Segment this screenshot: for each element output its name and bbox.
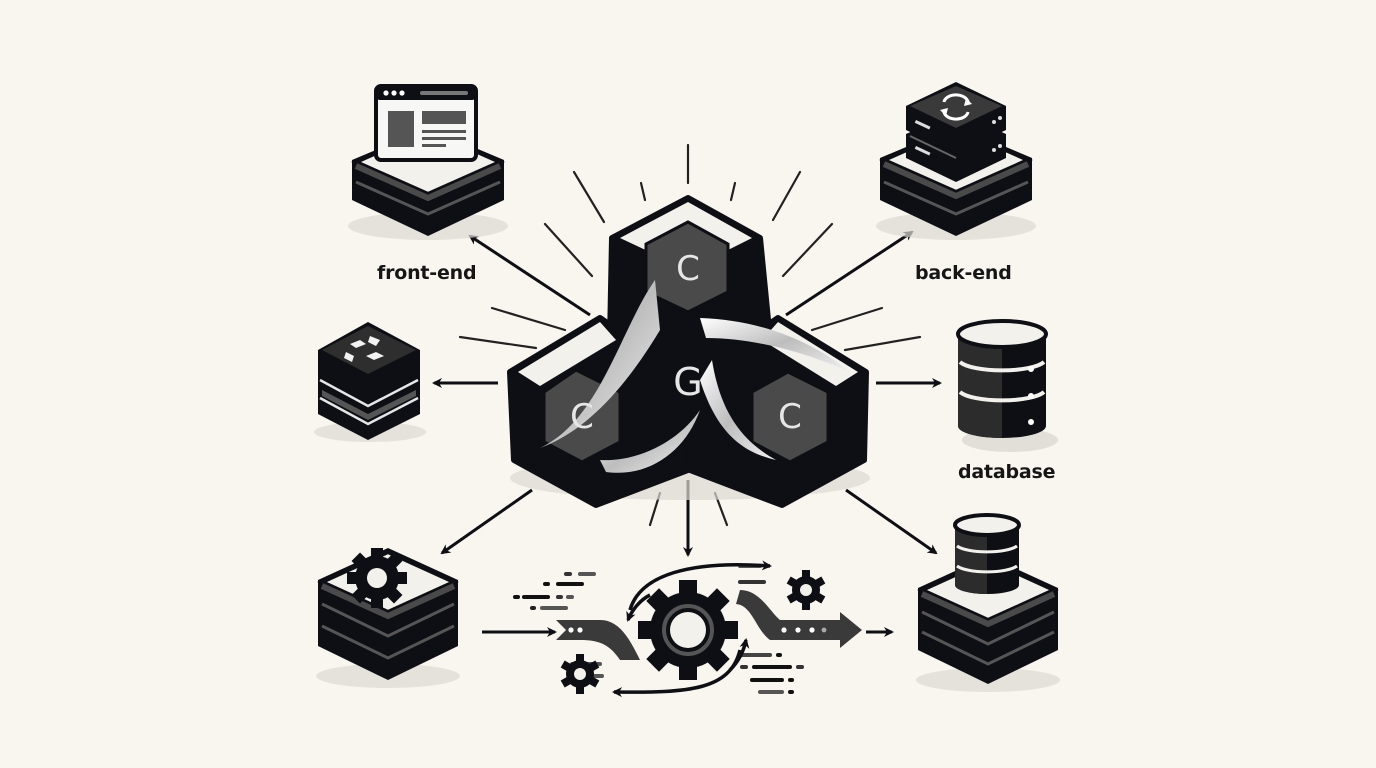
storage-stack-node[interactable] (916, 513, 1060, 692)
database-node[interactable] (956, 319, 1058, 452)
small-gear-icon (786, 570, 826, 610)
network-arrows-icon (344, 336, 384, 362)
main-gear-icon (638, 580, 738, 680)
gear-icon (347, 548, 407, 608)
front-end-label: front-end (377, 262, 477, 284)
front-end-node[interactable] (348, 84, 508, 240)
hub-glyph-center: G (673, 360, 702, 404)
browser-window-icon (374, 84, 478, 162)
hub-glyph-top: C (676, 249, 700, 289)
database-cylinder-icon (953, 513, 1021, 594)
network-stack-node[interactable] (314, 322, 426, 442)
back-end-node[interactable] (876, 82, 1036, 240)
small-gear-icon (560, 654, 600, 694)
pipeline-node[interactable] (513, 560, 862, 698)
hub-glyph-left: C (570, 397, 594, 437)
back-end-label: back-end (915, 262, 1012, 284)
central-hub[interactable]: C C G C (507, 195, 870, 508)
edge-hub-backend (785, 230, 914, 317)
database-label: database (958, 461, 1056, 483)
server-sync-icon (906, 82, 1006, 182)
config-stack-node[interactable] (316, 548, 460, 688)
hub-glyph-right: C (778, 397, 802, 437)
database-cylinder-icon (956, 319, 1048, 438)
edge-hub-storage (845, 488, 938, 555)
edge-hub-frontend (468, 234, 591, 317)
edge-hub-config (440, 488, 533, 555)
